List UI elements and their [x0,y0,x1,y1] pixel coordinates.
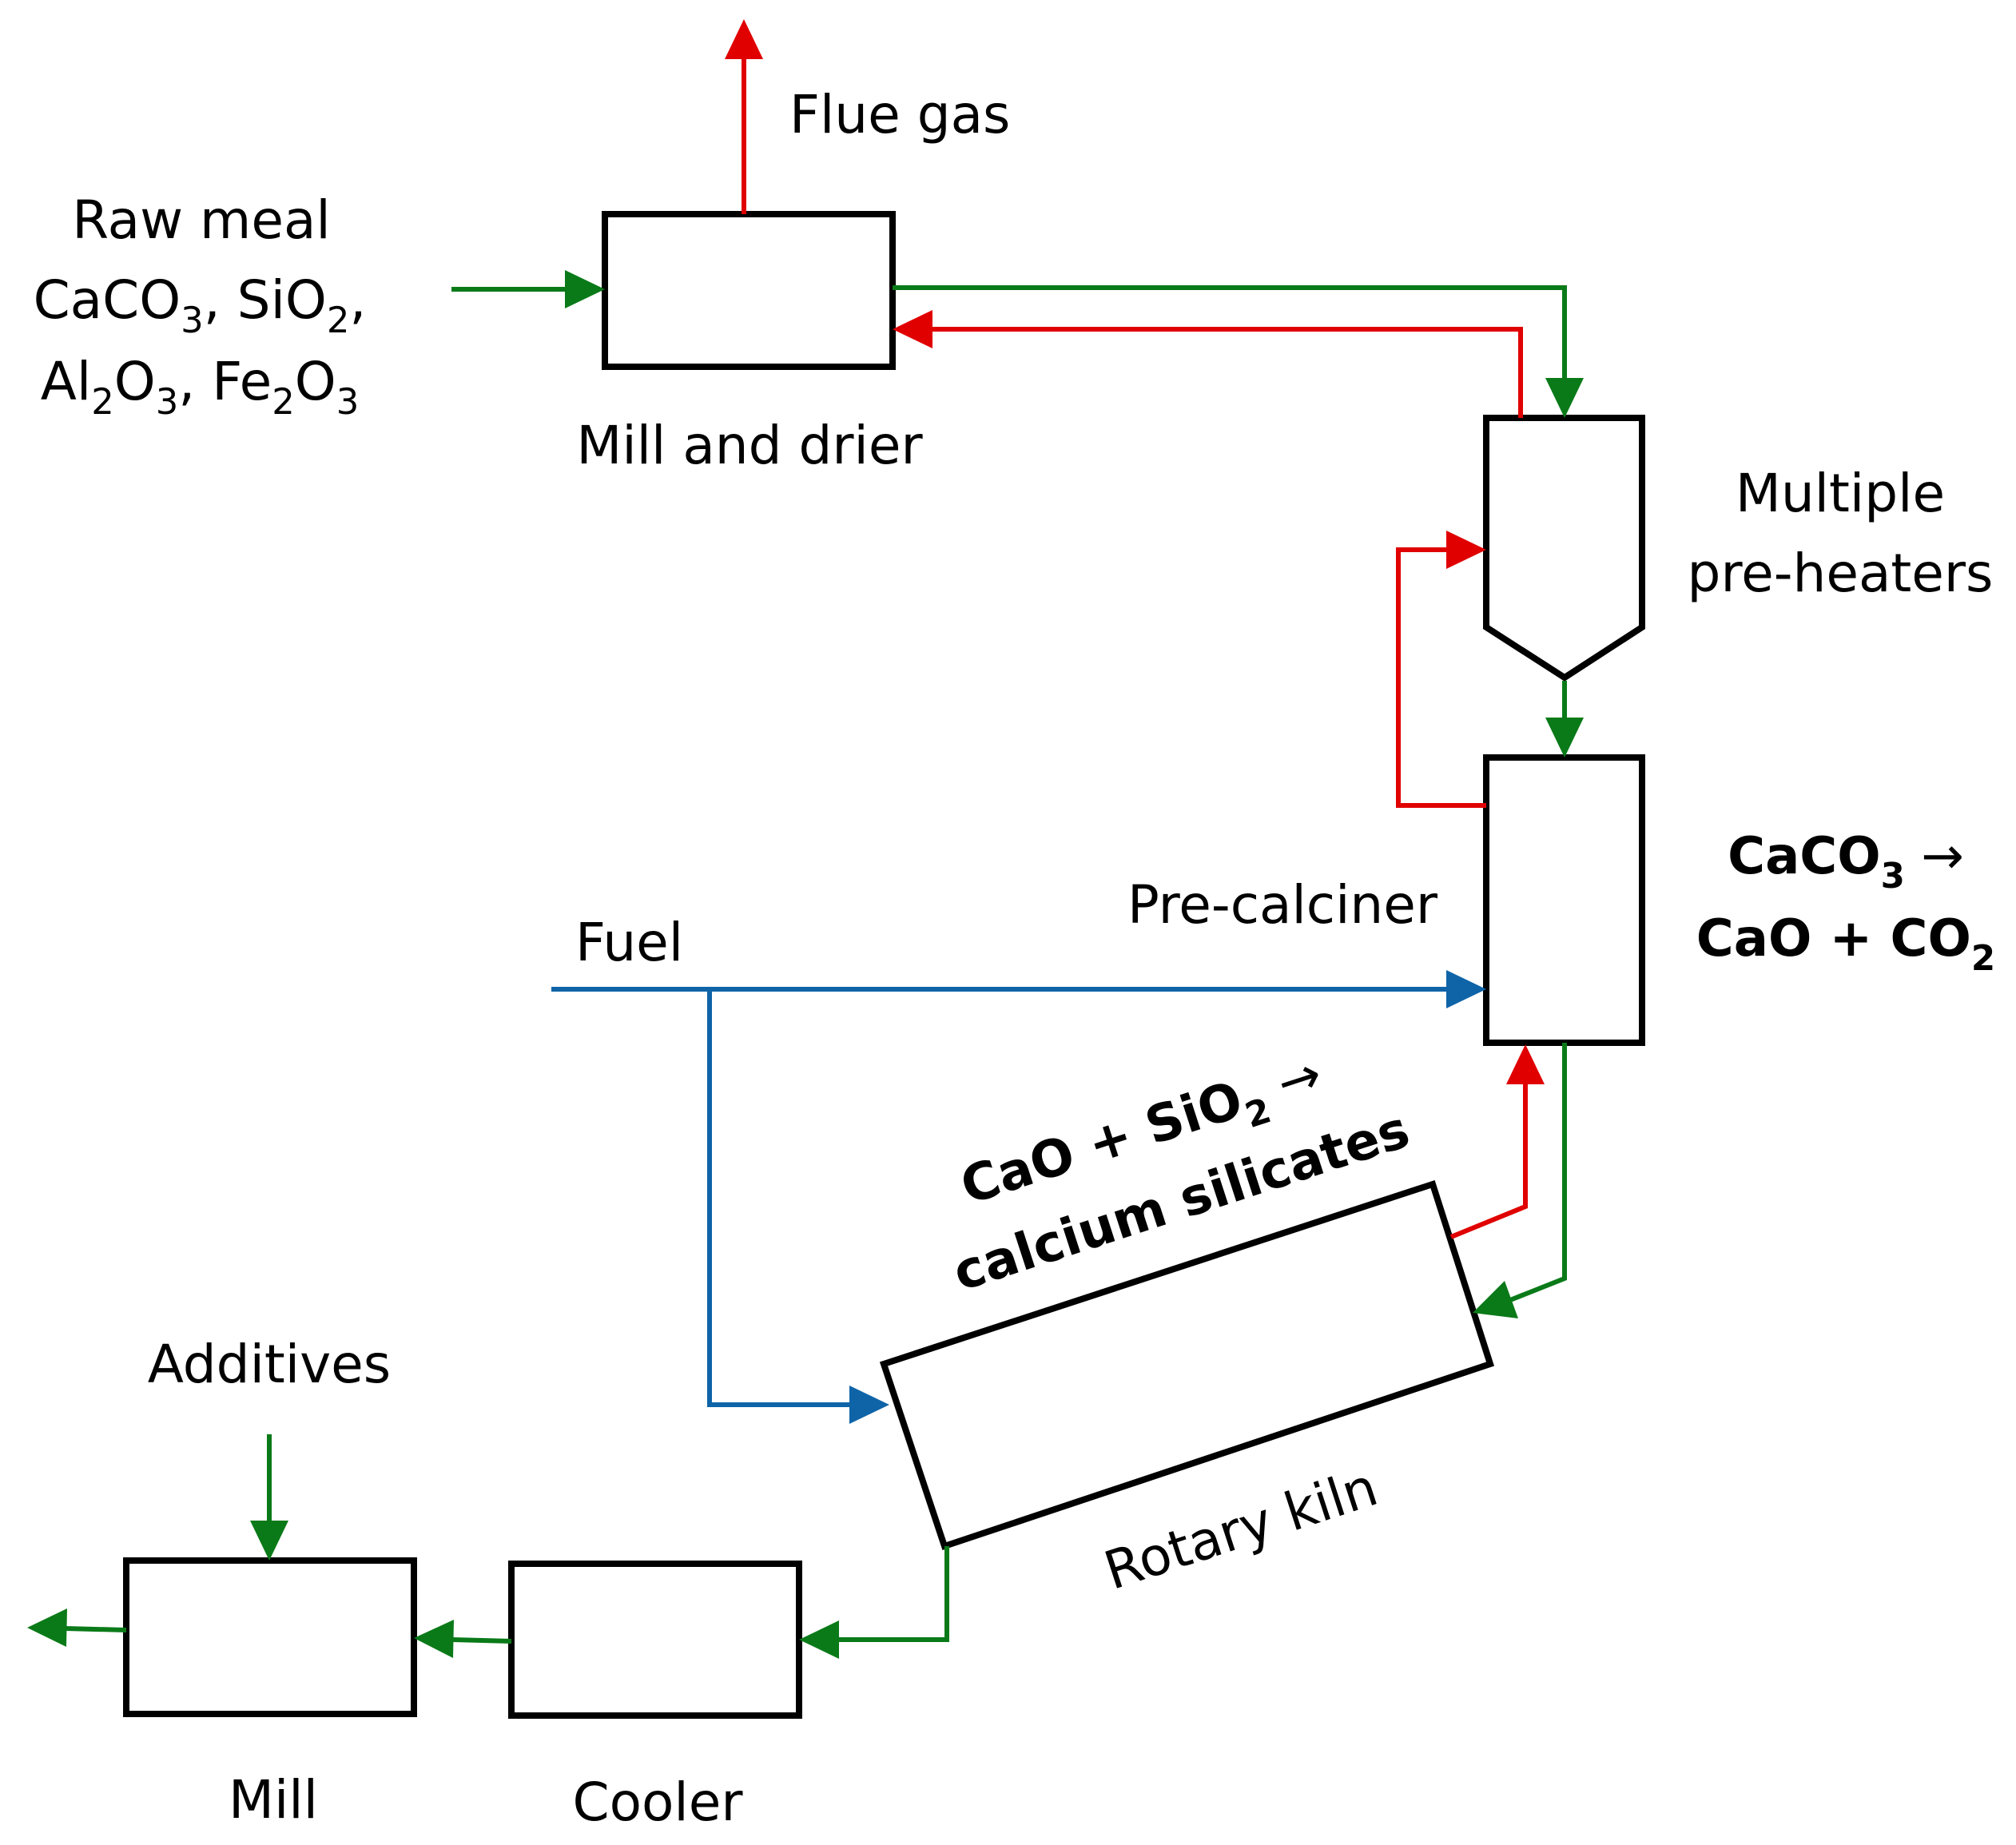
fuel-to-precalciner-arrowhead [1446,970,1486,1008]
gas-flows [725,19,1545,1239]
material-flows [27,270,1584,1659]
cooler-to-mill-line [451,1637,512,1644]
kiln-reaction-label: CaO + SiO2 → calcium silicates [946,1044,1416,1303]
preheaters-vessel [1483,415,1645,682]
drier-to-preheater-arrowhead [1545,378,1584,418]
kiln-to-cooler-line [837,1546,949,1642]
mill-and-drier-label: Mill and drier [576,415,923,476]
calcination-reaction-line2: CaO + CO2 [1696,909,1995,979]
fuel-to-kiln-arrowhead [849,1386,889,1424]
precalciner-to-kiln-arrowhead [1473,1281,1518,1318]
precalciner-to-preheater-gas-arrowhead [1446,531,1486,569]
mill-label: Mill [229,1769,318,1831]
rotary-kiln-shape [879,1179,1495,1551]
product-out-arrowhead [27,1608,67,1647]
calcination-reaction-line1: CaCO3 → [1728,827,1964,897]
raw-meal-label: Raw meal [72,189,331,251]
raw-meal-composition-line3: Al2O3, Fe2O3 [41,351,360,423]
drier-to-preheater-line [893,285,1567,380]
flue-gas-label: Flue gas [789,84,1010,145]
raw-meal-composition-line2: CaCO3, SiO2, [34,269,367,341]
additives-arrowhead [250,1521,288,1561]
fuel-flows [551,970,1486,1424]
cooler-box [508,1561,802,1719]
fuel-to-kiln-line [707,989,851,1407]
mill-and-drier-box [602,211,896,370]
preheater-to-drier-gas-arrowhead [893,310,932,348]
mill-box [123,1557,417,1717]
kiln-to-precalciner-gas-arrowhead [1506,1044,1545,1084]
preheaters-label-line2: pre-heaters [1688,543,1994,604]
preheater-to-precalciner-arrowhead [1545,718,1584,757]
preheaters-label-line1: Multiple [1736,463,1945,524]
fuel-label: Fuel [575,912,683,973]
kiln-to-cooler-arrowhead [799,1620,839,1659]
preheater-to-drier-gas-line [931,327,1523,418]
precalciner-to-preheater-gas-line [1396,547,1486,808]
cooler-to-mill-arrowhead [414,1620,454,1658]
additives-label: Additives [148,1334,391,1395]
precalciner-box [1483,754,1645,1046]
flue-gas-arrowhead [725,19,763,59]
precalciner-label: Pre-calciner [1127,874,1438,936]
kiln-to-precalciner-gas-line [1449,1083,1528,1239]
precalciner-to-kiln-line [1509,1043,1567,1302]
cooler-label: Cooler [573,1771,744,1833]
raw-meal-arrowhead [565,270,605,308]
product-out-line [65,1626,127,1632]
